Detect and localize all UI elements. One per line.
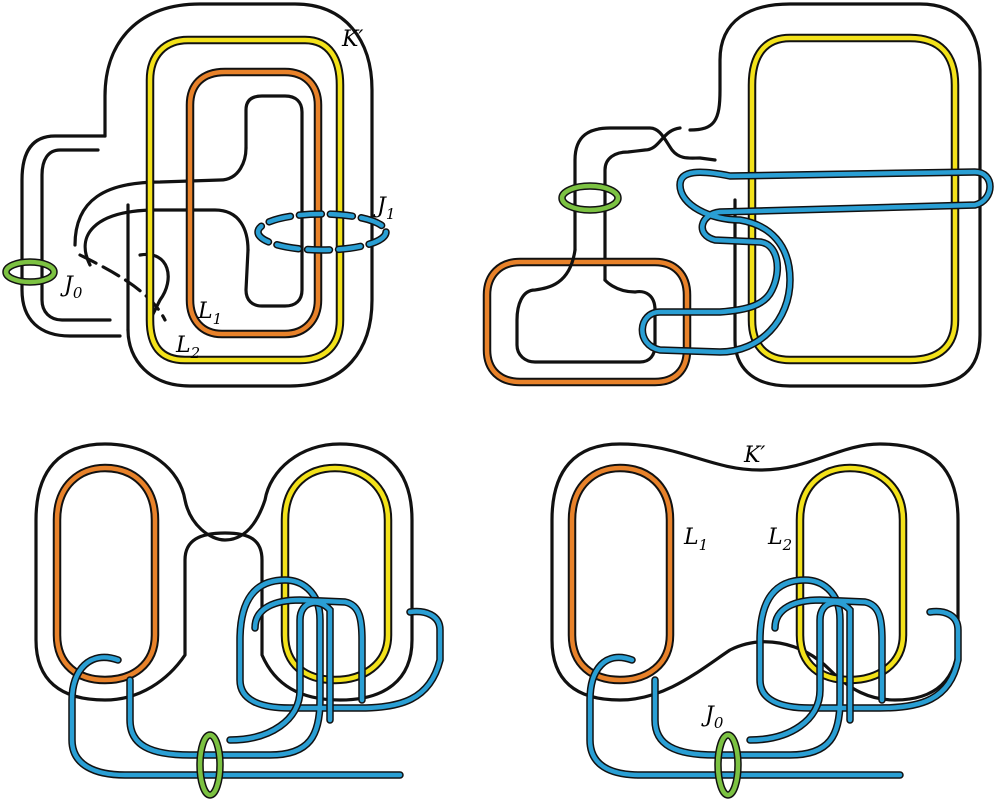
curve-j0 (3, 259, 57, 285)
knot-k-strand-b (83, 208, 250, 267)
knot-k-strand-d (78, 253, 167, 322)
label-l2-br: L2 (767, 525, 792, 554)
curve-j0-br (715, 732, 741, 798)
knot-k-core (244, 94, 304, 308)
knot-k-twist (573, 126, 717, 252)
knot-k-bl-outer (34, 442, 414, 702)
knot-k-strand-a (73, 146, 248, 247)
panel-top-left: K′ J1 J0 L1 L2 (2, 2, 395, 388)
knot-k-twist-b (603, 126, 682, 282)
curve-j0-tr (559, 183, 621, 213)
band-l2-bl (282, 465, 391, 683)
knot-k-lower-tr (515, 248, 657, 364)
curve-j1-tr-outline (638, 168, 994, 356)
knot-k-inner (40, 148, 112, 322)
band-l1-br-outline (567, 463, 675, 685)
curve-j1-bl (69, 577, 443, 778)
band-l1-bl-outline (52, 463, 160, 685)
band-l1-br (569, 465, 673, 683)
label-k-prime: K′ (341, 27, 363, 52)
band-l2 (147, 37, 343, 363)
label-j0: J0 (60, 273, 83, 302)
curve-j1 (255, 211, 389, 253)
knot-k-outer (103, 2, 374, 388)
curve-j0-bl (197, 732, 223, 798)
knot-k-left (20, 134, 122, 338)
curve-j1-tr (640, 169, 993, 355)
curve-j1-bl-inner (227, 597, 365, 743)
label-k-prime-br: K′ (743, 443, 765, 468)
curve-j1-br (587, 577, 961, 778)
band-l1-bl (54, 465, 158, 683)
panel-bottom-right: K′ L1 L2 J0 (550, 442, 962, 799)
label-j1: J1 (373, 194, 395, 223)
knot-k-br-outer (550, 442, 960, 702)
panel-bottom-left (34, 442, 444, 799)
label-l1: L1 (197, 299, 222, 328)
knot-k-right-loop (688, 2, 982, 388)
label-l1-br: L1 (683, 525, 708, 554)
band-l1 (187, 69, 321, 337)
label-j0-br: J0 (701, 703, 724, 732)
curve-j1-br-inner (747, 597, 885, 743)
band-l1-outline (185, 67, 323, 339)
label-l2: L2 (175, 333, 200, 362)
band-yellow-tr (749, 35, 958, 363)
panel-top-right (482, 2, 994, 388)
band-orange-tr (484, 259, 690, 385)
